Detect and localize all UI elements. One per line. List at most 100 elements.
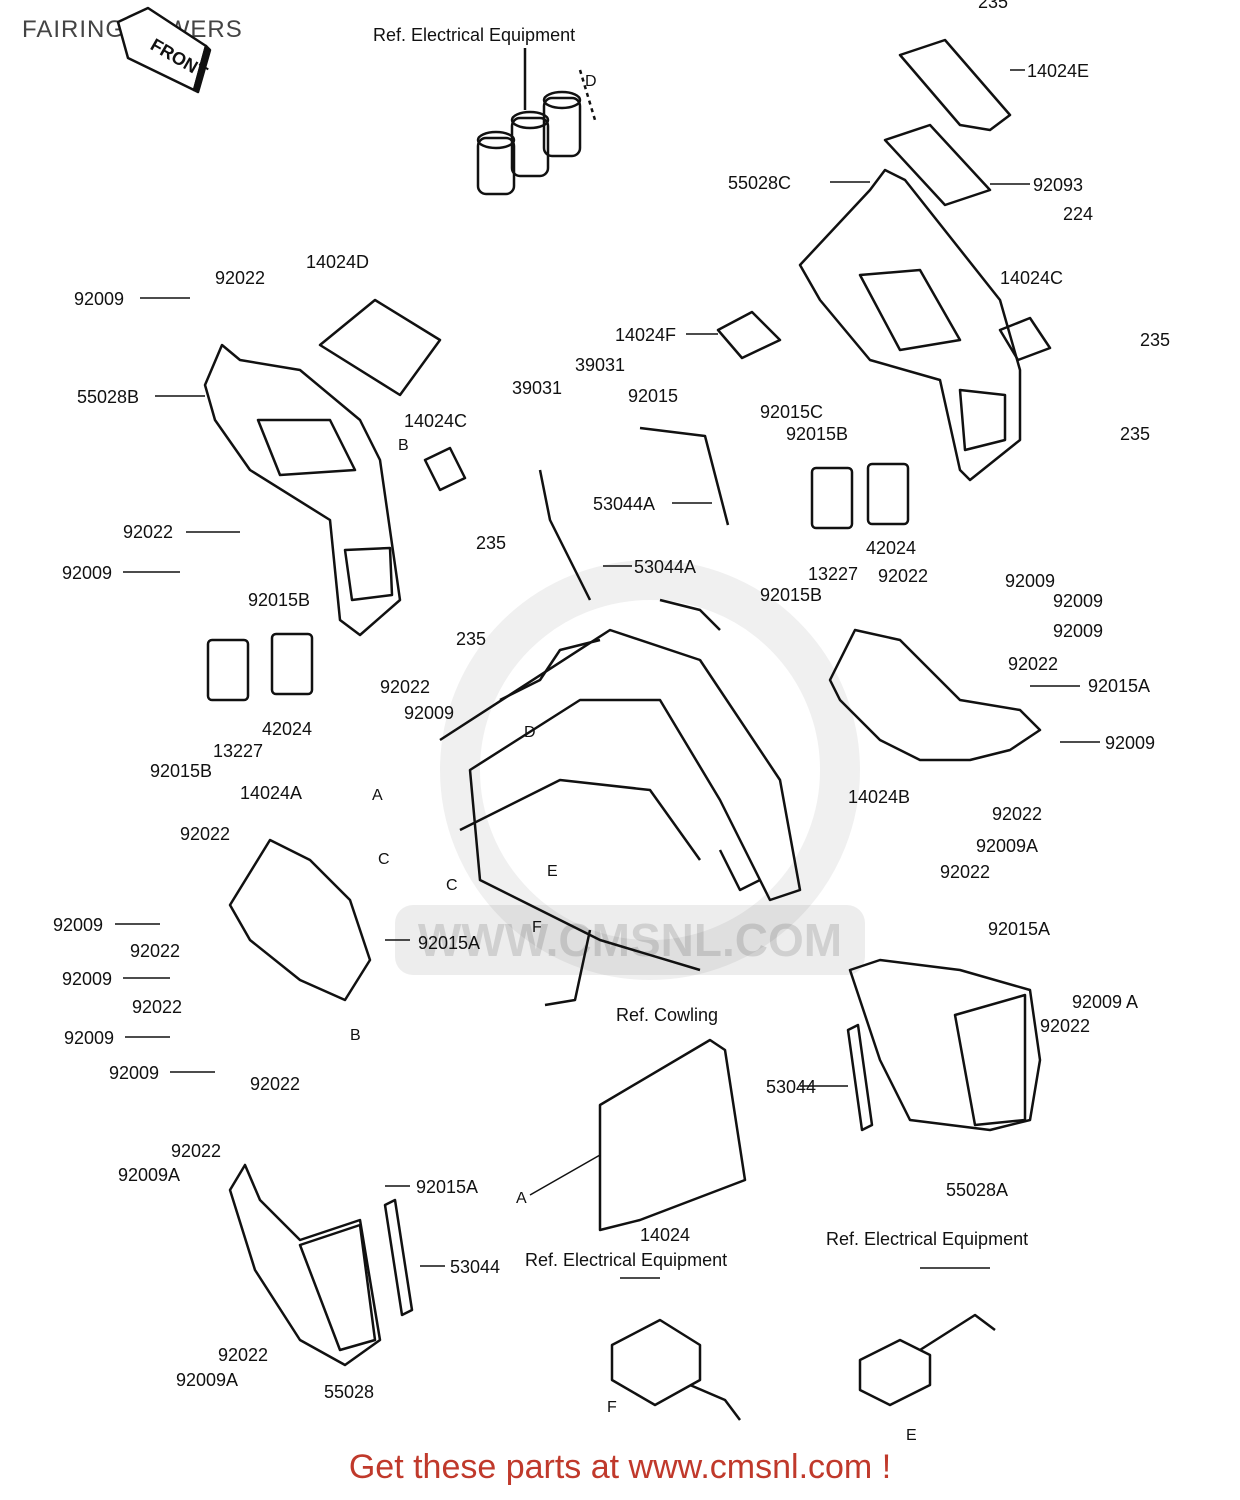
lid-14024D	[318, 298, 442, 397]
callout-A-lower: A	[516, 1190, 527, 1207]
callout-F-bottom: F	[607, 1399, 617, 1416]
lid-14024E	[898, 38, 1012, 132]
label-235-left-2: 235	[456, 629, 486, 649]
label-53044-right: 53044	[766, 1077, 816, 1097]
seal-92093	[883, 123, 992, 207]
label-92009-left-7: 92009	[109, 1063, 159, 1083]
label-14024B: 14024B	[848, 787, 910, 807]
callout-letters: D B D A C C E F B A F E	[350, 73, 917, 1444]
label-92009-left-1: 92009	[74, 289, 124, 309]
callout-A-upper: A	[372, 787, 383, 804]
cover-14024B	[828, 628, 1042, 762]
label-92009-right-4: 92009	[1105, 733, 1155, 753]
label-92009-left-6: 92009	[64, 1028, 114, 1048]
callout-D-frame: D	[524, 724, 536, 741]
label-92009-right-1: 92009	[1005, 571, 1055, 591]
strip-53044-right	[846, 1023, 874, 1132]
label-55028B: 55028B	[77, 387, 139, 407]
label-42024-left: 42024	[262, 719, 312, 739]
label-53044A-2: 53044A	[634, 557, 696, 577]
callout-E-bottom: E	[906, 1427, 917, 1444]
label-53044A-1: 53044A	[593, 494, 655, 514]
relay-cluster	[476, 48, 597, 196]
ref-electrical-top: Ref. Electrical Equipment	[373, 25, 575, 45]
module-bottom-right	[858, 1338, 932, 1407]
callout-B-upper: B	[398, 437, 409, 454]
label-235-top: 235	[978, 0, 1008, 12]
label-14024C-left: 14024C	[404, 411, 467, 431]
callout-F-frame: F	[532, 919, 542, 936]
label-92022-right-5: 92022	[1040, 1016, 1090, 1036]
ref-electrical-bottom-mid: Ref. Electrical Equipment	[525, 1250, 727, 1270]
label-92015A-right: 92015A	[1088, 676, 1150, 696]
label-224: 224	[1063, 204, 1093, 224]
label-92009-left-3: 92009	[404, 703, 454, 723]
label-92022-left-2: 92022	[123, 522, 173, 542]
cover-55028A	[848, 958, 1042, 1132]
label-14024D: 14024D	[306, 252, 369, 272]
label-92022-left-7: 92022	[250, 1074, 300, 1094]
label-55028: 55028	[324, 1382, 374, 1402]
label-14024C-right: 14024C	[1000, 268, 1063, 288]
label-92022-left-4: 92022	[180, 824, 230, 844]
label-92015A-bottom: 92015A	[416, 1177, 478, 1197]
label-42024-right: 42024	[866, 538, 916, 558]
label-13227-right: 13227	[808, 564, 858, 584]
ref-labels: Ref. Electrical Equipment Ref. Cowling R…	[373, 25, 1028, 1270]
label-39031-b: 39031	[512, 378, 562, 398]
label-92022-right-2: 92022	[1008, 654, 1058, 674]
label-14024F: 14024F	[615, 325, 676, 345]
label-92022-left-6: 92022	[132, 997, 182, 1017]
diagram-artwork	[115, 6, 1100, 1421]
label-14024E: 14024E	[1027, 61, 1089, 81]
leader-lines	[115, 69, 1100, 1279]
ref-cowling: Ref. Cowling	[616, 1005, 718, 1025]
tube-53044A-1	[639, 426, 730, 526]
label-92015B-right: 92015B	[786, 424, 848, 444]
label-55028C: 55028C	[728, 173, 791, 193]
callout-E-frame: E	[547, 863, 558, 880]
wire-bottom-mid	[689, 1383, 741, 1421]
label-92009A-bottom-2: 92009A	[176, 1370, 238, 1390]
plate-14024C-left	[423, 446, 467, 492]
label-92022-right-4: 92022	[940, 862, 990, 882]
label-92015B-left: 92015B	[248, 590, 310, 610]
footer-link-text[interactable]: Get these parts at www.cmsnl.com !	[348, 1448, 892, 1486]
strip-53044-bottom	[383, 1198, 414, 1317]
label-92015A-right-2: 92015A	[988, 919, 1050, 939]
block-42024-left	[270, 632, 314, 696]
label-92022-left-1: 92022	[215, 268, 265, 288]
cover-55028B	[203, 343, 402, 637]
label-14024: 14024	[640, 1225, 690, 1245]
panel-14024	[598, 1038, 747, 1232]
label-235-left-1: 235	[476, 533, 506, 553]
block-42024-right	[866, 462, 910, 526]
label-92015B-left-2: 92015B	[150, 761, 212, 781]
label-92022-bottom-2: 92022	[218, 1345, 268, 1365]
label-235-right-1: 235	[1140, 330, 1170, 350]
callout-C-upper: C	[378, 851, 390, 868]
watermark-text: WWW.CMSNL.COM	[395, 905, 865, 975]
label-92009-right-2: 92009	[1053, 591, 1103, 611]
label-92015C: 92015C	[760, 402, 823, 422]
plate-14024C-right	[998, 316, 1052, 362]
label-92009-left-2: 92009	[62, 563, 112, 583]
label-92009-left-4: 92009	[53, 915, 103, 935]
cover-55028C	[798, 168, 1022, 482]
label-92093: 92093	[1033, 175, 1083, 195]
part-labels: 235 14024E 92093 55028C 224 14024C 235 1…	[53, 0, 1170, 1402]
label-235-right-2: 235	[1120, 424, 1150, 444]
block-13227-left	[206, 638, 250, 702]
label-92022-right-1: 92022	[878, 566, 928, 586]
label-92022-left-5: 92022	[130, 941, 180, 961]
plate-14024F	[716, 310, 782, 360]
label-55028A: 55028A	[946, 1180, 1008, 1200]
cover-14024A	[228, 838, 372, 1002]
label-92009-left-5: 92009	[62, 969, 112, 989]
label-92022-left-3: 92022	[380, 677, 430, 697]
cover-55028	[228, 1163, 382, 1367]
label-92009A-bottom-1: 92009A	[118, 1165, 180, 1185]
front-arrow-icon	[116, 6, 212, 94]
label-13227-left: 13227	[213, 741, 263, 761]
